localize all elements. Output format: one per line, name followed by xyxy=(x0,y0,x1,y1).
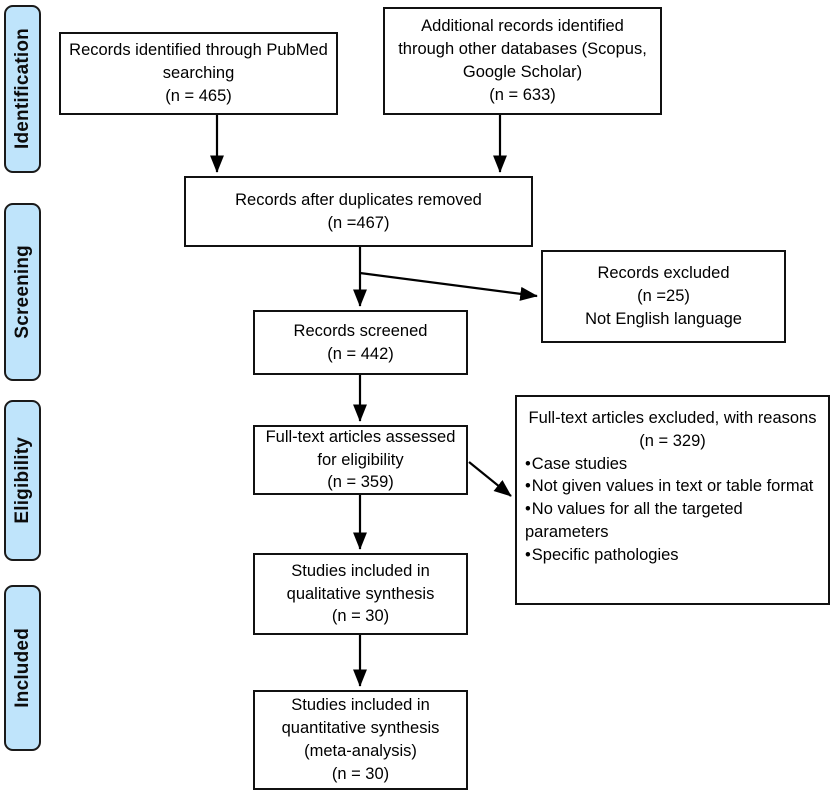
box-line: (n = 442) xyxy=(327,344,394,363)
stage-label-screening: Screening xyxy=(11,245,33,339)
box-line: Full-text articles excluded, with reason… xyxy=(528,409,817,427)
stage-tab-included: Included xyxy=(4,585,41,751)
box-pubmed-records: Records identified through PubMed search… xyxy=(59,32,338,115)
box-line: Full-text articles assessed xyxy=(265,427,456,446)
box-line: Records identified through PubMed xyxy=(69,41,328,60)
box-line: quantitative synthesis xyxy=(281,719,440,738)
box-line: searching xyxy=(162,64,235,83)
box-line: Additional records identified xyxy=(421,17,624,36)
box-line: (n = 359) xyxy=(327,473,394,492)
connector-duplicates-to-excluded xyxy=(359,271,538,301)
box-additional-records: Additional records identified through ot… xyxy=(383,7,662,115)
box-line: Records excluded xyxy=(597,264,730,283)
box-line: (n = 465) xyxy=(165,86,232,105)
box-line: (n = 30) xyxy=(331,764,390,783)
box-line: Records screened xyxy=(293,321,428,340)
list-item: Case studies xyxy=(525,453,820,476)
stage-tab-identification: Identification xyxy=(4,5,41,173)
box-line: Records after duplicates removed xyxy=(235,190,482,209)
stage-tab-eligibility: Eligibility xyxy=(4,400,41,561)
box-line: Google Scholar) xyxy=(462,63,583,81)
connector-fulltext-to-excluded-reasons xyxy=(468,461,512,497)
list-item: Not given values in text or table format xyxy=(525,475,820,498)
box-quantitative-synthesis: Studies included in quantitative synthes… xyxy=(253,690,468,790)
box-line: through other databases (Scopus, xyxy=(398,40,647,59)
box-line: (n = 633) xyxy=(489,85,556,104)
list-item: No values for all the targeted parameter… xyxy=(525,498,820,544)
box-line: qualitative synthesis xyxy=(286,584,435,603)
box-fulltext-assessed: Full-text articles assessed for eligibil… xyxy=(253,425,468,495)
stage-label-identification: Identification xyxy=(11,28,33,150)
box-duplicates-removed: Records after duplicates removed (n =467… xyxy=(184,176,533,247)
box-line: Studies included in xyxy=(291,696,430,715)
box-line: Not English language xyxy=(585,309,742,328)
stage-label-included: Included xyxy=(11,628,33,708)
box-line: (n = 30) xyxy=(331,607,390,626)
box-fulltext-excluded-with-reasons: Full-text articles excluded, with reason… xyxy=(515,395,830,605)
box-qualitative-synthesis: Studies included in qualitative synthesi… xyxy=(253,553,468,635)
stage-label-eligibility: Eligibility xyxy=(11,437,33,524)
stage-tab-screening: Screening xyxy=(4,203,41,381)
box-line: Studies included in xyxy=(291,561,430,580)
exclusion-reason-list: Case studies Not given values in text or… xyxy=(525,453,820,567)
box-line: (n = 329) xyxy=(639,431,706,450)
box-records-excluded: Records excluded (n =25) Not English lan… xyxy=(541,250,786,343)
box-line: (meta-analysis) xyxy=(304,742,417,760)
box-line: (n =467) xyxy=(327,213,390,232)
box-line: for eligibility xyxy=(317,450,404,469)
box-records-screened: Records screened (n = 442) xyxy=(253,310,468,375)
box-line: (n =25) xyxy=(637,287,690,306)
list-item: Specific pathologies xyxy=(525,544,820,567)
